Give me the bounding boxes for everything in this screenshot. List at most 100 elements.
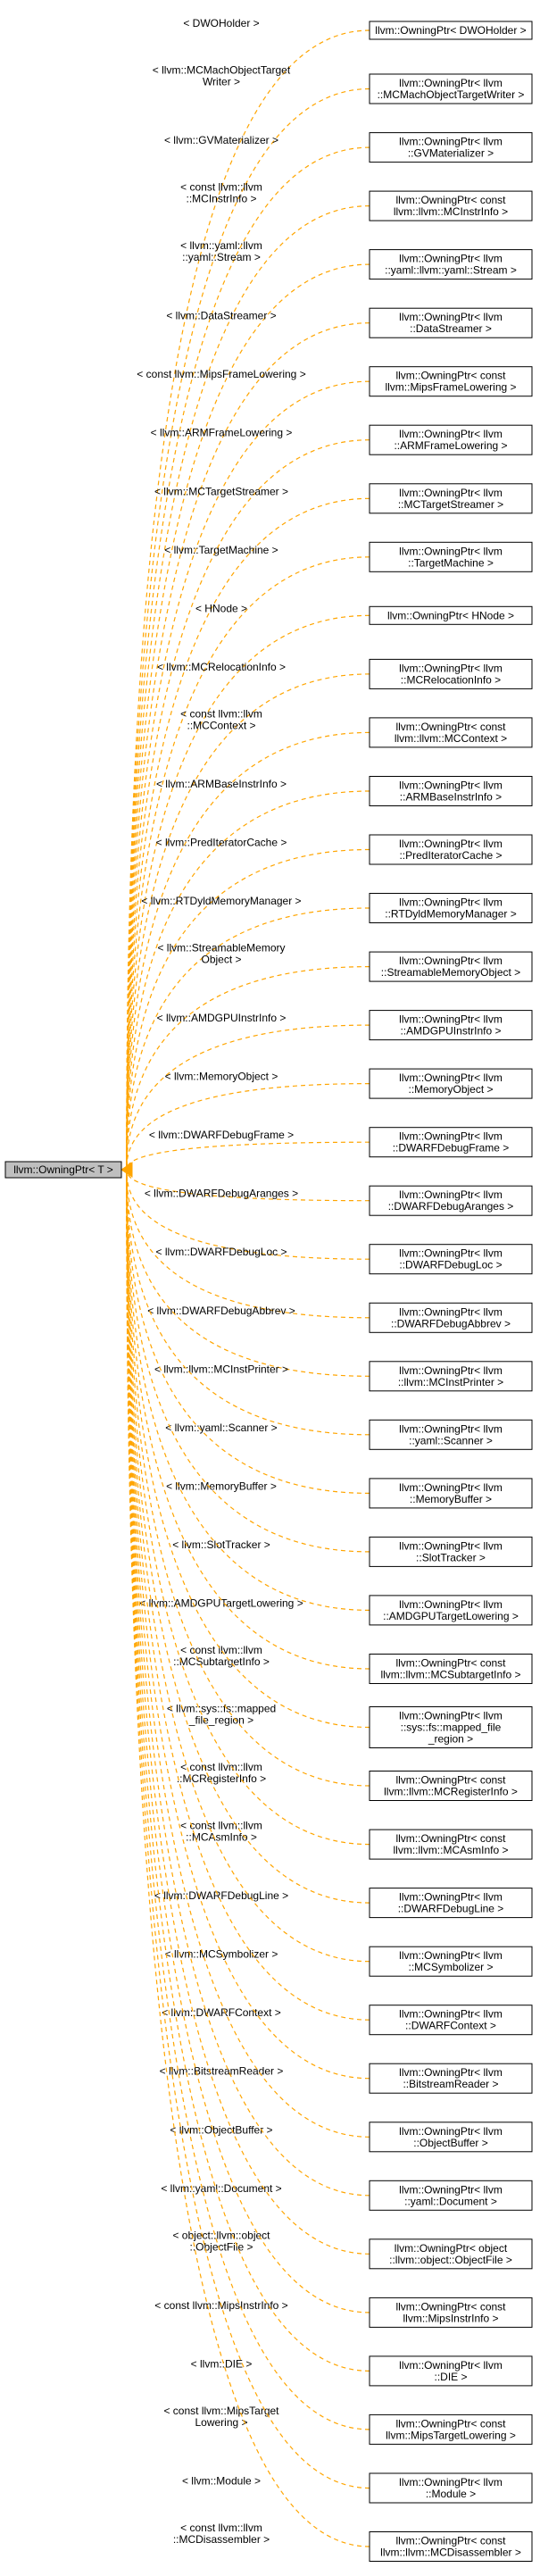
- class-node-label: ::DWARFDebugAbbrev >: [391, 1317, 511, 1330]
- class-node[interactable]: llvm::OwningPtr< DWOHolder >: [369, 21, 533, 40]
- class-node[interactable]: llvm::OwningPtr< llvm::ObjectBuffer >: [369, 2122, 533, 2153]
- edge-label: < llvm::MCRelocationInfo >: [157, 661, 286, 673]
- class-node[interactable]: llvm::OwningPtr< llvm::MemoryBuffer >: [369, 1478, 533, 1509]
- class-node[interactable]: llvm::OwningPtr< constllvm::llvm::MCInst…: [369, 190, 533, 221]
- class-node-label: ::sys::fs::mapped_file: [401, 1722, 502, 1734]
- class-node[interactable]: llvm::OwningPtr< llvm::MCSymbolizer >: [369, 1946, 533, 1977]
- class-node[interactable]: llvm::OwningPtr< constllvm::llvm::MCCont…: [369, 717, 533, 748]
- class-node[interactable]: llvm::OwningPtr< llvm::GVMaterializer >: [369, 132, 533, 163]
- class-node[interactable]: llvm::OwningPtr< constllvm::llvm::MCSubt…: [369, 1654, 533, 1684]
- class-node-label: llvm::OwningPtr< llvm: [399, 2183, 503, 2196]
- class-node[interactable]: llvm::OwningPtr< llvm::BitstreamReader >: [369, 2063, 533, 2094]
- class-node-box: [369, 1478, 533, 1509]
- class-node-label: llvm::OwningPtr< llvm: [399, 2008, 503, 2021]
- edge-line: [126, 614, 370, 1171]
- class-node[interactable]: llvm::OwningPtr< llvm::DWARFDebugAranges…: [369, 1185, 533, 1216]
- class-node-label: llvm::OwningPtr< llvm: [399, 545, 503, 557]
- class-node[interactable]: llvm::OwningPtr< constllvm::MipsTargetLo…: [369, 2413, 533, 2445]
- class-node-box: [369, 2063, 533, 2094]
- class-node[interactable]: llvm::OwningPtr< object::llvm::object::O…: [369, 2238, 533, 2270]
- class-node[interactable]: llvm::OwningPtr< llvm::sys::fs::mapped_f…: [369, 1706, 533, 1748]
- edge-line: [126, 1169, 370, 1436]
- edge-line: [126, 1169, 370, 1202]
- class-node[interactable]: llvm::OwningPtr< llvm::yaml::Scanner >: [369, 1419, 533, 1450]
- class-node-box: [369, 2005, 533, 2036]
- arrowhead: [120, 1169, 133, 1178]
- edge-label: < llvm::ARMBaseInstrInfo >: [156, 778, 287, 790]
- class-node[interactable]: llvm::OwningPtr< llvm::PredIteratorCache…: [369, 834, 533, 865]
- class-node[interactable]: llvm::OwningPtr< llvm::DWARFDebugLine >: [369, 1888, 533, 1919]
- edge-line: [126, 790, 370, 1171]
- class-node[interactable]: llvm::OwningPtr< llvm::llvm::MCInstPrint…: [369, 1361, 533, 1392]
- class-node-label: ::MCTargetStreamer >: [398, 498, 503, 511]
- class-node-box: [369, 1244, 533, 1275]
- class-node-label: llvm::OwningPtr< const: [395, 2300, 506, 2313]
- class-node-box: [369, 2297, 533, 2328]
- class-node[interactable]: llvm::OwningPtr< constllvm::MipsInstrInf…: [369, 2297, 533, 2328]
- edge-line: [126, 1169, 370, 2138]
- edge-label: ::MCContext >: [187, 719, 255, 731]
- edge-label: < llvm::DataStreamer >: [166, 310, 276, 322]
- edge-line: [126, 322, 370, 1171]
- class-node[interactable]: llvm::OwningPtr< llvm::MCRelocationInfo …: [369, 658, 533, 689]
- class-node[interactable]: llvm::OwningPtr< llvm::ARMFrameLowering …: [369, 424, 533, 455]
- edge-label: < llvm::ARMFrameLowering >: [151, 427, 293, 439]
- class-node[interactable]: llvm::OwningPtr< llvm::yaml::llvm::yaml:…: [369, 249, 533, 280]
- class-node-label: llvm::llvm::MCInstrInfo >: [394, 205, 508, 218]
- class-node[interactable]: llvm::OwningPtr< llvm::DIE >: [369, 2355, 533, 2387]
- class-node[interactable]: llvm::OwningPtr< llvm::ARMBaseInstrInfo …: [369, 776, 533, 806]
- class-node[interactable]: llvm::OwningPtr< llvm::SlotTracker >: [369, 1536, 533, 1567]
- class-node-label: llvm::OwningPtr< llvm: [399, 1422, 503, 1435]
- class-node[interactable]: llvm::OwningPtr< constllvm::llvm::MCRegi…: [369, 1771, 533, 1801]
- edge-label: < const llvm::llvm: [180, 181, 262, 194]
- edge-label: ::MCAsmInfo >: [186, 1831, 257, 1844]
- edge-label: < llvm::BitstreamReader >: [160, 2065, 284, 2078]
- edge-label: < llvm::DWARFDebugAranges >: [145, 1188, 298, 1200]
- class-node-label: llvm::OwningPtr< const: [395, 2417, 506, 2430]
- class-node-box: [369, 776, 533, 806]
- class-node[interactable]: llvm::OwningPtr< llvm::AMDGPUInstrInfo >: [369, 1010, 533, 1041]
- class-node[interactable]: llvm::OwningPtr< constllvm::llvm::MCAsmI…: [369, 1829, 533, 1860]
- class-node-label: ::ObjectBuffer >: [413, 2137, 488, 2149]
- root-node[interactable]: llvm::OwningPtr< T >: [4, 1161, 122, 1179]
- edge-label: < llvm::Module >: [182, 2475, 261, 2488]
- class-node[interactable]: llvm::OwningPtr< llvm::Module >: [369, 2472, 533, 2504]
- class-node[interactable]: llvm::OwningPtr< constllvm::llvm::MCDisa…: [369, 2531, 533, 2562]
- class-node-label: llvm::MipsTargetLowering >: [386, 2429, 516, 2441]
- class-node[interactable]: llvm::OwningPtr< llvm::MCMachObjectTarge…: [369, 73, 533, 104]
- root-node-label: llvm::OwningPtr< T >: [13, 1163, 113, 1176]
- class-node[interactable]: llvm::OwningPtr< llvm::DWARFDebugAbbrev …: [369, 1302, 533, 1333]
- edge-line: [126, 1169, 370, 1670]
- edge-line: [126, 1169, 370, 1319]
- edge-label: Lowering >: [195, 2416, 247, 2429]
- edge-label: ::MCSubtargetInfo >: [173, 1655, 270, 1668]
- class-node[interactable]: llvm::OwningPtr< llvm::TargetMachine >: [369, 541, 533, 572]
- edge-label: ::yaml::Stream >: [182, 251, 261, 263]
- class-node-label: ::RTDyldMemoryManager >: [385, 908, 517, 921]
- class-node[interactable]: llvm::OwningPtr< llvm::MemoryObject >: [369, 1068, 533, 1099]
- class-node[interactable]: llvm::OwningPtr< llvm::DataStreamer >: [369, 307, 533, 338]
- class-node[interactable]: llvm::OwningPtr< llvm::StreamableMemoryO…: [369, 951, 533, 982]
- class-node[interactable]: llvm::OwningPtr< llvm::DWARFDebugLoc >: [369, 1244, 533, 1275]
- class-node[interactable]: llvm::OwningPtr< llvm::yaml::Document >: [369, 2180, 533, 2211]
- class-node[interactable]: llvm::OwningPtr< constllvm::MipsFrameLow…: [369, 366, 533, 397]
- class-node[interactable]: llvm::OwningPtr< HNode >: [369, 605, 533, 625]
- class-node[interactable]: llvm::OwningPtr< llvm::AMDGPUTargetLower…: [369, 1595, 533, 1626]
- class-node[interactable]: llvm::OwningPtr< llvm::DWARFDebugFrame >: [369, 1127, 533, 1158]
- root-node-box: [4, 1161, 122, 1179]
- edge-label: < llvm::DWARFDebugLoc >: [156, 1246, 287, 1258]
- edge-label: < llvm::MemoryObject >: [165, 1071, 278, 1083]
- class-node[interactable]: llvm::OwningPtr< llvm::DWARFContext >: [369, 2005, 533, 2036]
- edge-label: ::MCRegisterInfo >: [177, 1772, 266, 1785]
- edge-label: < const llvm::llvm: [180, 2522, 262, 2534]
- class-node-label: ::ARMFrameLowering >: [394, 439, 507, 452]
- class-node-label: llvm::OwningPtr< DWOHolder >: [375, 24, 526, 37]
- class-node-box: [369, 605, 533, 625]
- class-node-label: llvm::OwningPtr< llvm: [399, 838, 503, 850]
- class-node[interactable]: llvm::OwningPtr< llvm::MCTargetStreamer …: [369, 483, 533, 514]
- class-node[interactable]: llvm::OwningPtr< llvm::RTDyldMemoryManag…: [369, 893, 533, 923]
- class-node-box: [369, 2122, 533, 2153]
- class-node-label: ::SlotTracker >: [416, 1551, 486, 1563]
- edge-label: < llvm::llvm::MCInstPrinter >: [154, 1363, 288, 1375]
